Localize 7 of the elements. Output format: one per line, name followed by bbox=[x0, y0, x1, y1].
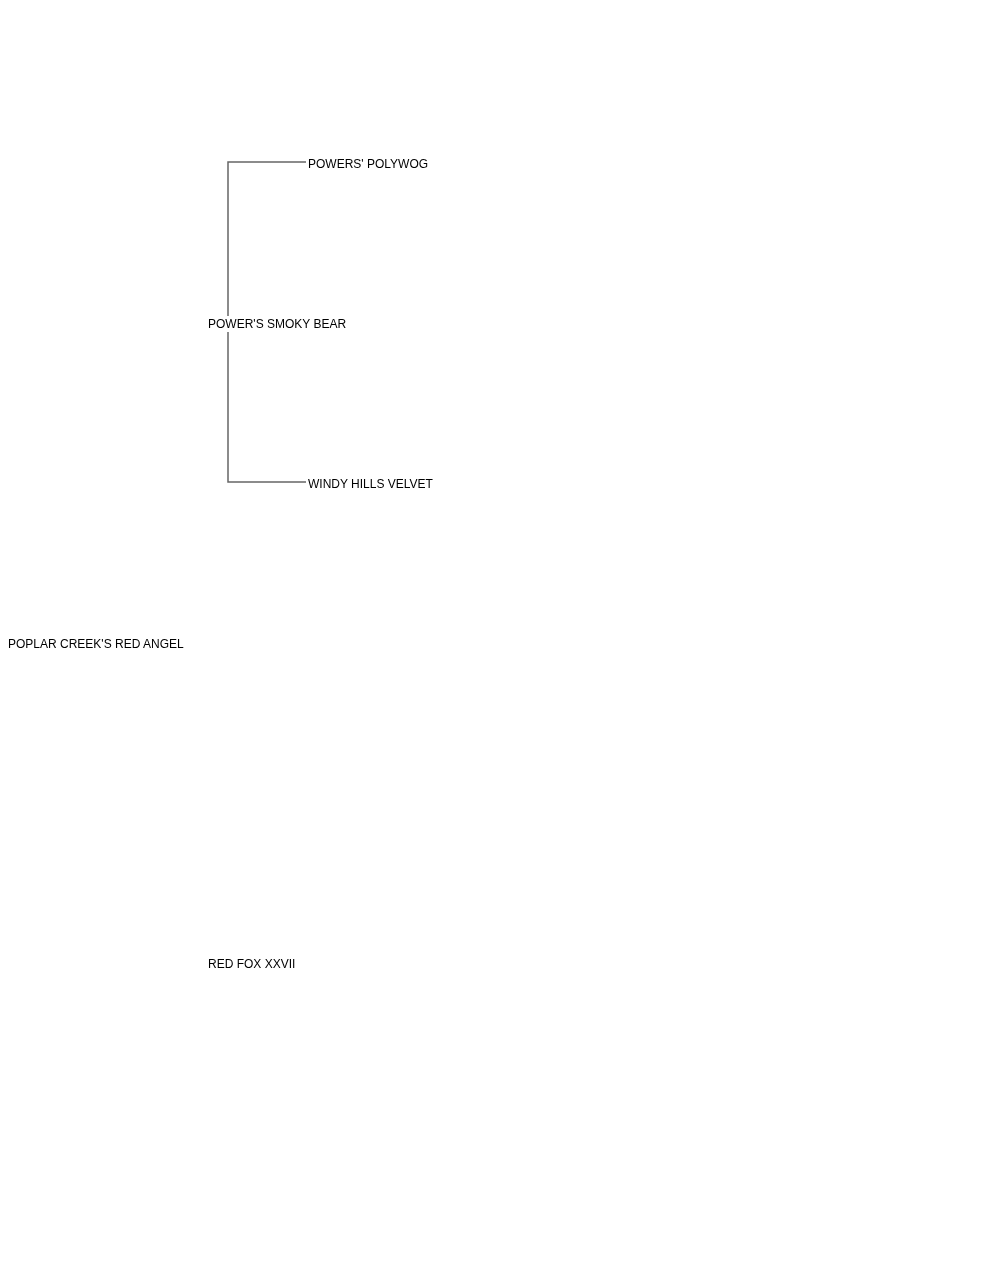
pedigree-name: WINDY HILLS VELVET bbox=[308, 476, 433, 492]
pedigree-name: POWER'S SMOKY BEAR bbox=[208, 316, 347, 332]
connector-line bbox=[227, 331, 307, 483]
connector-line bbox=[227, 161, 307, 317]
pedigree-name: POWERS' POLYWOG bbox=[308, 156, 429, 172]
pedigree-name: RED FOX XXVII bbox=[208, 956, 296, 972]
pedigree-name: POPLAR CREEK'S RED ANGEL bbox=[8, 636, 184, 652]
